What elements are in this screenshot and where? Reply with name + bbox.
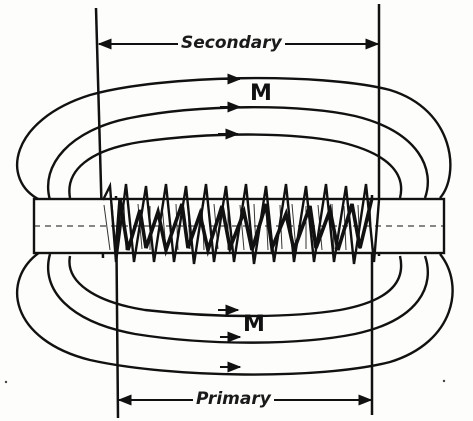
primary-coil xyxy=(114,197,374,257)
flux-label-bottom: M xyxy=(243,312,265,337)
lower-flux-loops xyxy=(15,251,454,376)
upper-flux-loops xyxy=(15,76,452,202)
speck xyxy=(4,380,8,384)
flux-label-top: M xyxy=(250,81,272,106)
speck xyxy=(442,379,446,383)
secondary-label: Secondary xyxy=(178,35,285,52)
lower-flux-arrows xyxy=(218,304,242,373)
upper-flux-arrows xyxy=(218,73,242,140)
primary-label: Primary xyxy=(193,391,274,408)
